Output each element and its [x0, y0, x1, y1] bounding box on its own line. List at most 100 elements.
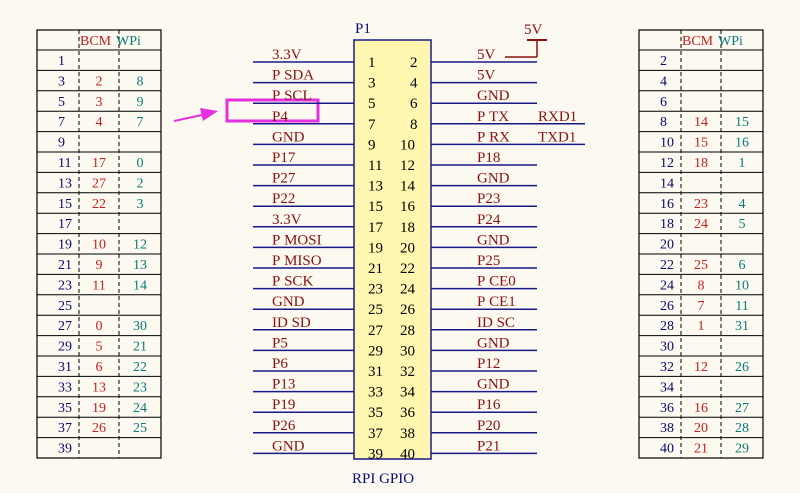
right-pin-label: P16: [477, 397, 501, 413]
left-table-wpi: 21: [133, 340, 147, 355]
right-table-wpi: 27: [735, 401, 749, 416]
left-pin-label: P SCL: [272, 88, 312, 104]
right-table-bcm: 16: [694, 401, 708, 416]
right-table-pin: 10: [660, 136, 674, 151]
right-table-pin: 16: [660, 197, 674, 212]
left-table-wpi: 0: [137, 156, 144, 171]
right-pin-number: 6: [410, 96, 418, 112]
right-pin-number: 18: [400, 220, 415, 236]
left-table-wpi: 8: [137, 74, 144, 89]
right-table-wpi: 11: [735, 299, 748, 314]
right-pin-label: 5V: [477, 68, 496, 84]
left-pin-label: P MISO: [272, 253, 322, 269]
left-pin-label: P17: [272, 150, 296, 166]
right-pin-number: 34: [400, 385, 416, 401]
right-pin-number: 16: [400, 199, 416, 215]
right-table-pin: 28: [660, 319, 674, 334]
left-pin-label: P4: [272, 109, 288, 125]
left-pin-label: 3.3V: [272, 47, 302, 63]
right-pin-label: P18: [477, 150, 500, 166]
right-table-wpi: 6: [739, 258, 746, 273]
right-pin-number: 32: [400, 364, 415, 380]
power-5v-symbol: 5V: [505, 22, 547, 58]
left-pin-number: 23: [368, 282, 383, 298]
right-table-bcm: 14: [694, 115, 708, 130]
right-table-pin: 4: [660, 74, 667, 89]
right-pin-label: P25: [477, 253, 500, 269]
wpi-header: WPi: [116, 34, 141, 49]
left-table-wpi: 2: [137, 176, 144, 191]
left-table-wpi: 23: [133, 380, 147, 395]
left-pin-label: P MOSI: [272, 232, 322, 248]
rxd1-label: RXD1: [538, 109, 577, 125]
right-pin-label: GND: [477, 232, 510, 248]
left-table-bcm: 4: [96, 115, 103, 130]
left-pin-number: 33: [368, 385, 383, 401]
right-pin-number: 28: [400, 323, 415, 339]
left-table-pin: 3: [58, 74, 65, 89]
right-table-bcm: 15: [694, 136, 708, 151]
right-pin-label: P CE0: [477, 274, 516, 290]
left-pin-label: GND: [272, 129, 305, 145]
right-table-pin: 20: [660, 238, 674, 253]
left-pin-label: P5: [272, 335, 288, 351]
right-pin-number: 20: [400, 240, 415, 256]
left-table-bcm: 26: [92, 421, 106, 436]
right-pin-number: 24: [400, 282, 416, 298]
right-pin-number: 40: [400, 446, 415, 462]
left-table-wpi: 25: [133, 421, 147, 436]
left-table-wpi: 7: [137, 115, 144, 130]
right-pin-number: 36: [400, 405, 416, 421]
right-table-pin: 40: [660, 442, 674, 457]
right-table-wpi: 29: [735, 442, 749, 457]
right-table-bcm: 7: [698, 299, 705, 314]
left-pin-number: 17: [368, 220, 384, 236]
right-pin-number: 30: [400, 343, 415, 359]
left-table-pin: 11: [58, 156, 71, 171]
left-table-pin: 1: [58, 54, 65, 69]
left-table-pin: 35: [58, 401, 72, 416]
right-table-wpi: 4: [739, 197, 746, 212]
left-table-bcm: 5: [96, 340, 103, 355]
left-pin-label: GND: [272, 438, 305, 454]
left-pin-label: ID SD: [272, 315, 311, 331]
right-table-pin: 2: [660, 54, 667, 69]
left-pin-label: P13: [272, 377, 295, 393]
left-table-bcm: 2: [96, 74, 103, 89]
left-table-pin: 9: [58, 136, 65, 151]
left-pin-label: P SDA: [272, 68, 314, 84]
right-pin-number: 14: [400, 179, 416, 195]
right-table-pin: 24: [660, 278, 674, 293]
left-table-pin: 13: [58, 176, 72, 191]
right-table-bcm: 25: [694, 258, 708, 273]
right-table-bcm: 21: [694, 442, 708, 457]
right-table-bcm: 18: [694, 156, 708, 171]
left-table-bcm: 10: [92, 238, 106, 253]
left-table-pin: 15: [58, 197, 72, 212]
left-pin-label: 3.3V: [272, 212, 302, 228]
left-table-pin: 37: [58, 421, 72, 436]
left-pin-label: P22: [272, 191, 295, 207]
right-table-bcm: 23: [694, 197, 708, 212]
bcm-header: BCM: [682, 34, 714, 49]
right-pin-label: P CE1: [477, 294, 516, 310]
left-pin-number: 37: [368, 426, 384, 442]
right-pin-label: GND: [477, 171, 510, 187]
left-table-pin: 29: [58, 340, 72, 355]
left-pin-label: GND: [272, 294, 305, 310]
left-table-wpi: 12: [133, 238, 147, 253]
right-table-pin: 26: [660, 299, 674, 314]
right-pin-number: 2: [410, 55, 418, 71]
right-table-pin: 14: [660, 176, 674, 191]
left-pin-number: 31: [368, 364, 383, 380]
right-table-wpi: 16: [735, 136, 749, 151]
connector-body: [353, 39, 432, 460]
right-pin-label: P20: [477, 418, 500, 434]
left-pin-number: 15: [368, 199, 383, 215]
right-table-bcm: 24: [694, 217, 708, 232]
left-pin-number: 29: [368, 343, 383, 359]
txd1-label: TXD1: [538, 129, 576, 145]
